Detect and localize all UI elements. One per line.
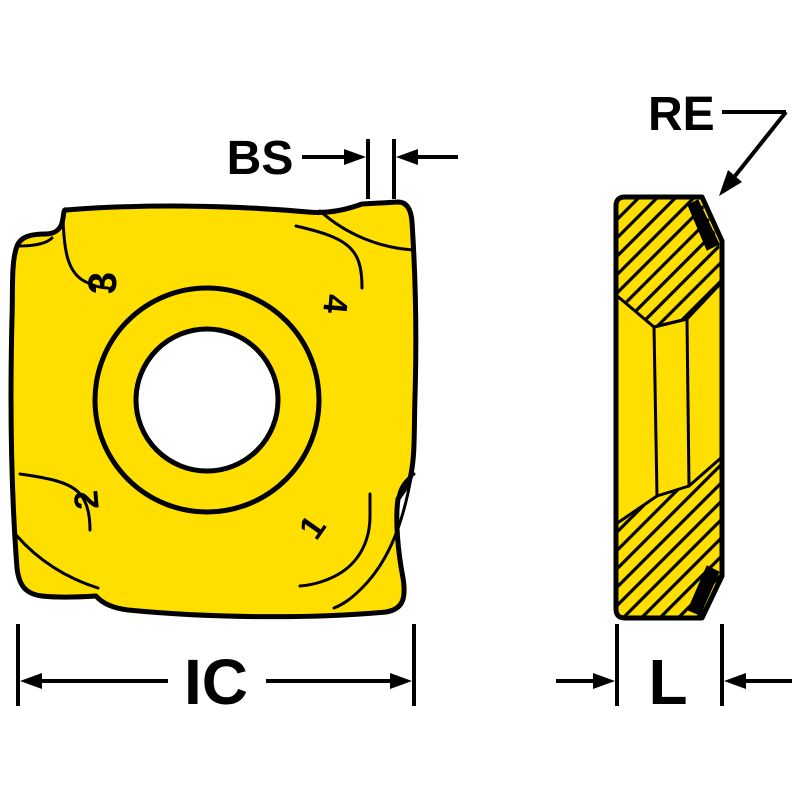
ic-arrow-right	[390, 673, 412, 689]
l-label: L	[648, 646, 687, 718]
re-label: RE	[648, 88, 715, 141]
center-hole	[133, 326, 281, 474]
dimension-re: RE	[648, 88, 788, 196]
l-arrow-right	[724, 673, 746, 689]
dimension-bs: BS	[227, 132, 458, 199]
bs-arrow-left	[344, 149, 366, 165]
side-boundary-bottom-left	[614, 494, 659, 526]
hatch-region-top	[618, 199, 721, 326]
corner-facet-bottom-left	[15, 534, 100, 590]
hatch-region-bottom	[618, 459, 721, 616]
dimension-l: L	[556, 624, 792, 718]
insert-boss-circle	[92, 285, 322, 515]
dimension-ic: IC	[16, 624, 416, 718]
corner-contour-top-left	[61, 216, 110, 290]
ic-arrow-left	[20, 673, 42, 689]
side-view	[613, 194, 725, 621]
l-arrow-left	[593, 673, 615, 689]
corner-step-top-left	[15, 236, 54, 248]
corner-step-bottom-right	[298, 492, 372, 588]
front-view: 3 4 2 1	[8, 199, 419, 620]
corner-facet-top-right	[318, 209, 415, 252]
side-boundary-bottom-right	[687, 455, 724, 488]
re-arrow	[719, 170, 742, 196]
corner-step-bottom-left	[18, 472, 92, 532]
bs-label: BS	[227, 132, 294, 185]
index-mark-top-right: 4	[315, 293, 355, 315]
corner-radius-land-bottom	[687, 565, 720, 616]
corner-facet-bottom-right	[332, 470, 414, 610]
re-leader-diagonal	[733, 110, 788, 178]
corner-step-top-right	[294, 224, 364, 290]
ic-label: IC	[184, 646, 248, 718]
corner-notch-bottom-right	[396, 472, 416, 501]
index-mark-top-left: 3	[81, 272, 125, 294]
index-mark-bottom-left: 2	[67, 489, 107, 511]
corner-radius-land-top	[687, 199, 720, 251]
bs-arrow-right	[396, 149, 418, 165]
